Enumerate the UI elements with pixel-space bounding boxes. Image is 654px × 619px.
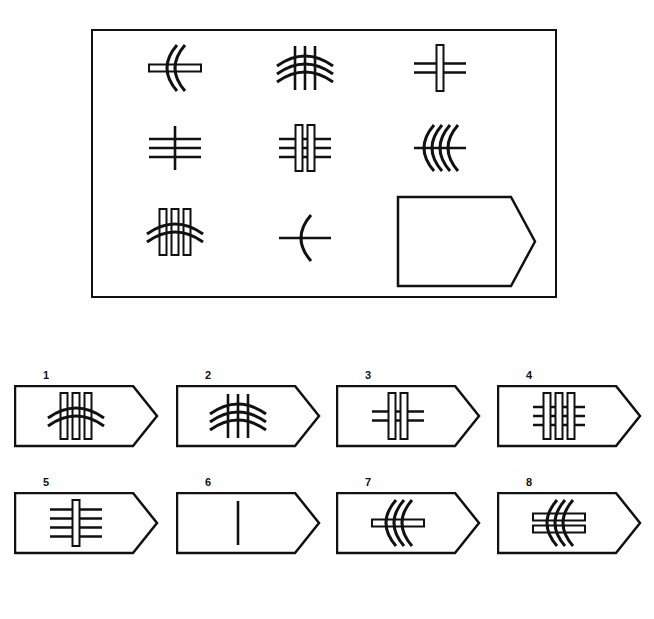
- option-number: 1: [43, 369, 49, 381]
- matrix-figure: [279, 125, 331, 171]
- vertical-bar: [401, 393, 408, 439]
- horizontal-bar: [533, 526, 585, 533]
- vertical-line: [174, 126, 177, 170]
- matrix-figure: [277, 46, 333, 90]
- matrix-figure: [414, 45, 466, 91]
- vertical-bar: [544, 393, 551, 439]
- horizontal-line: [279, 156, 331, 159]
- matrix-figure: [149, 45, 201, 91]
- option-border: [177, 493, 319, 553]
- matrix-figure: [210, 394, 266, 438]
- answer-option: 5: [14, 492, 158, 554]
- vertical-line: [227, 394, 230, 438]
- horizontal-line: [372, 410, 424, 413]
- option-outline: [497, 385, 643, 449]
- vertical-line: [237, 501, 240, 545]
- matrix-figure: [50, 500, 102, 546]
- answer-option: 6: [176, 492, 320, 554]
- vertical-line: [314, 46, 317, 90]
- matrix-figure: [149, 126, 201, 170]
- answer-option: 2: [176, 385, 320, 447]
- vertical-bar: [308, 125, 315, 171]
- horizontal-bar: [372, 520, 424, 527]
- vertical-bar: [568, 393, 575, 439]
- option-outline: [14, 492, 160, 556]
- option-outline: [336, 385, 482, 449]
- matrix-figure: [372, 393, 424, 439]
- empty-answer-slot: [398, 197, 535, 286]
- horizontal-line: [279, 147, 331, 150]
- vertical-line: [294, 46, 297, 90]
- matrix-figure: [533, 500, 585, 546]
- option-number: 8: [526, 476, 532, 488]
- arc: [301, 215, 311, 261]
- arc: [563, 500, 573, 546]
- option-border: [337, 493, 479, 553]
- option-outline: [336, 492, 482, 556]
- arc: [175, 45, 185, 91]
- matrix-figure: [147, 209, 203, 255]
- option-outline: [176, 492, 322, 556]
- matrix-figure: [372, 500, 424, 546]
- answer-option: 4: [497, 385, 641, 447]
- answer-option: 7: [336, 492, 480, 554]
- option-border: [337, 386, 479, 446]
- option-number: 5: [43, 476, 49, 488]
- option-number: 4: [526, 369, 532, 381]
- matrix-figure: [279, 215, 331, 261]
- matrix-figure: [48, 393, 104, 439]
- option-border: [498, 493, 640, 553]
- vertical-line: [247, 394, 250, 438]
- matrix-figure: [414, 125, 466, 171]
- arc: [277, 72, 333, 82]
- option-number: 6: [205, 476, 211, 488]
- arc: [402, 500, 412, 546]
- answer-option: 3: [336, 385, 480, 447]
- arc: [147, 232, 203, 242]
- answer-option: 1: [14, 385, 158, 447]
- option-border: [177, 386, 319, 446]
- arc: [210, 420, 266, 430]
- vertical-bar: [296, 125, 303, 171]
- matrix-figure: [238, 501, 239, 545]
- horizontal-line: [279, 237, 331, 240]
- matrix-figure: [533, 393, 585, 439]
- vertical-line: [304, 46, 307, 90]
- horizontal-line: [372, 419, 424, 422]
- option-number: 7: [365, 476, 371, 488]
- arc: [48, 416, 104, 426]
- vertical-line: [237, 394, 240, 438]
- vertical-bar: [389, 393, 396, 439]
- option-border: [15, 493, 157, 553]
- answer-option: 8: [497, 492, 641, 554]
- arc: [448, 125, 458, 171]
- horizontal-bar: [533, 514, 585, 521]
- matrix-frame: [92, 30, 556, 297]
- option-outline: [497, 492, 643, 556]
- option-number: 3: [365, 369, 371, 381]
- vertical-bar: [556, 393, 563, 439]
- vertical-bar: [437, 45, 444, 91]
- option-number: 2: [205, 369, 211, 381]
- option-border: [15, 386, 157, 446]
- option-outline: [14, 385, 160, 449]
- vertical-bar: [73, 500, 80, 546]
- horizontal-line: [279, 138, 331, 141]
- option-outline: [176, 385, 322, 449]
- option-border: [498, 386, 640, 446]
